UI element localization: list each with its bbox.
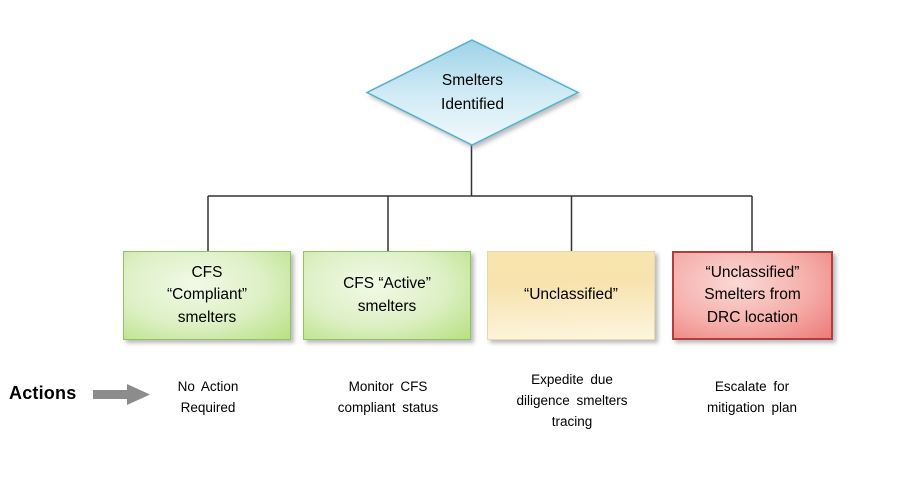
branch-box-cfs-active: CFS “Active” smelters [303, 251, 471, 340]
connector-lines [207, 145, 753, 251]
decision-diamond-shape [365, 39, 580, 146]
action-text-expedite-diligence: Expedite due diligence smelters tracing [516, 372, 628, 429]
decision-diamond-label: Smelters Identified [441, 72, 504, 113]
branch-box-unclassified-drc: “Unclassified” Smelters from DRC locatio… [672, 251, 833, 340]
branch-box-unclassified: “Unclassified” [487, 251, 655, 340]
action-text-escalate-mitigation: Escalate for mitigation plan [706, 379, 798, 415]
branch-box-cfs-compliant: CFS “Compliant” smelters [123, 251, 291, 340]
actions-row-label: Actions [9, 383, 77, 403]
action-text-monitor-cfs: Monitor CFS compliant status [337, 379, 439, 415]
actions-arrow-icon [93, 384, 150, 405]
action-text-no-action: No Action Required [177, 379, 239, 415]
